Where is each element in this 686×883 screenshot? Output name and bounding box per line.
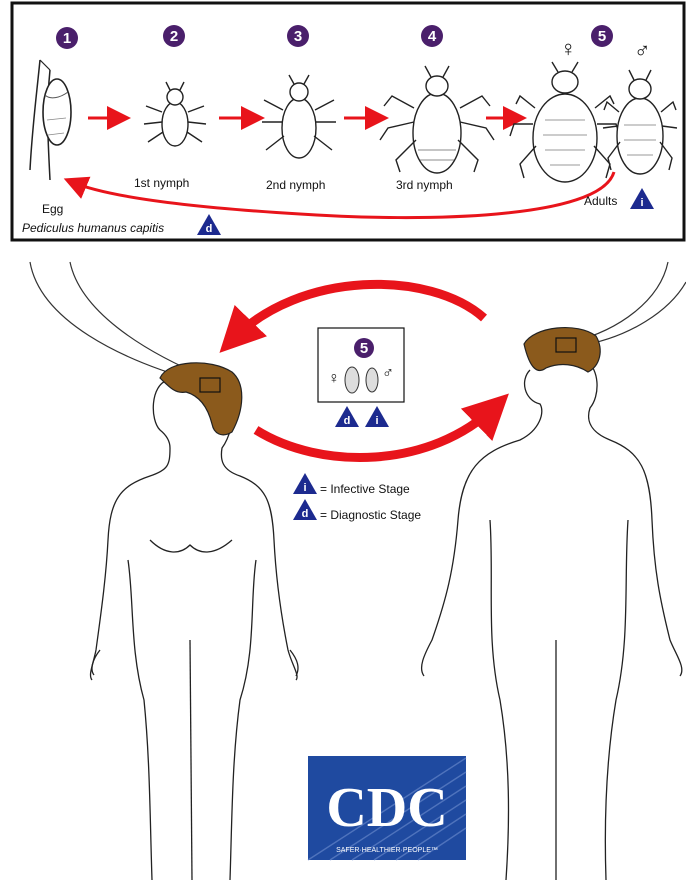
- inset-infective-badge: i: [365, 406, 389, 427]
- svg-text:i: i: [375, 415, 378, 427]
- lifecycle-panel: 1 2 3 4 5 Egg: [12, 3, 684, 240]
- svg-text:i: i: [640, 197, 643, 209]
- stage-label-1st-nymph: 1st nymph: [134, 176, 189, 190]
- female-figure: [91, 380, 298, 880]
- svg-text:d: d: [344, 415, 351, 427]
- legend-diagnostic: d = Diagnostic Stage: [293, 499, 421, 522]
- male-hair: [524, 328, 600, 372]
- stage-number-2: 2: [163, 25, 185, 47]
- svg-text:1: 1: [63, 30, 71, 47]
- svg-text:4: 4: [428, 28, 437, 45]
- cdc-logo-tagline: SAFER·HEALTHIER·PEOPLE™: [336, 847, 438, 854]
- stage-number-4: 4: [421, 25, 443, 47]
- stage-label-egg: Egg: [42, 202, 63, 216]
- inset-female-symbol: ♀: [328, 370, 340, 387]
- inset-stage-number: 5: [360, 340, 368, 357]
- svg-text:= Infective Stage: = Infective Stage: [320, 482, 410, 496]
- svg-text:3: 3: [294, 28, 302, 45]
- stage-label-adults: Adults: [584, 194, 617, 208]
- legend-infective: i = Infective Stage: [293, 473, 410, 496]
- transmission-inset: 5 ♀ ♂: [318, 328, 404, 402]
- stage-number-1: 1: [56, 27, 78, 49]
- stage-label-3rd-nymph: 3rd nymph: [396, 178, 453, 192]
- stage-label-2nd-nymph: 2nd nymph: [266, 178, 325, 192]
- svg-text:2: 2: [170, 28, 178, 45]
- male-symbol: ♂: [634, 38, 651, 63]
- svg-text:d: d: [302, 508, 309, 520]
- svg-text:5: 5: [598, 28, 606, 45]
- stage-number-3: 3: [287, 25, 309, 47]
- svg-text:d: d: [206, 223, 213, 235]
- svg-text:= Diagnostic Stage: = Diagnostic Stage: [320, 508, 421, 522]
- species-label: Pediculus humanus capitis: [22, 221, 164, 235]
- female-hair: [160, 363, 242, 435]
- inset-diagnostic-badge: d: [335, 406, 359, 427]
- stage-number-5: 5: [591, 25, 613, 47]
- female-symbol: ♀: [560, 36, 577, 61]
- cdc-logo-text: CDC: [326, 777, 447, 839]
- cdc-logo: CDC SAFER·HEALTHIER·PEOPLE™: [308, 756, 466, 860]
- svg-text:i: i: [303, 482, 306, 494]
- inset-male-symbol: ♂: [382, 365, 394, 382]
